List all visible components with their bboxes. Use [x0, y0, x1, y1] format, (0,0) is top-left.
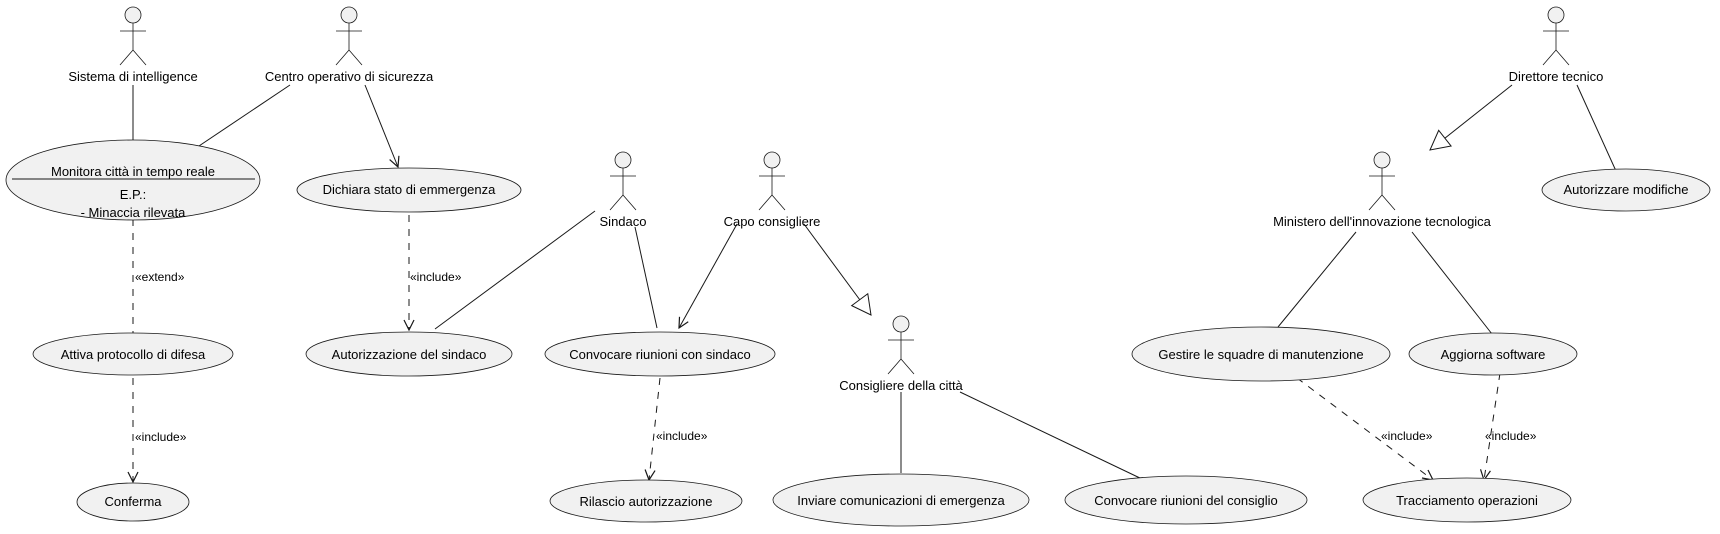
- actor-body-icon: [887, 332, 915, 375]
- relations: [133, 84, 1617, 482]
- usecase-shape: [1541, 168, 1711, 212]
- usecase-shape: [76, 482, 190, 522]
- actor-head-icon: [1547, 6, 1565, 24]
- actor-body-icon: [1368, 168, 1396, 211]
- actor-direttore-tecnico: Direttore tecnico: [1509, 6, 1604, 84]
- actor-label: Direttore tecnico: [1509, 69, 1604, 84]
- usecase-label: Dichiara stato di emmergenza: [323, 182, 496, 197]
- extension-points-title: E.P.:: [120, 187, 147, 202]
- usecase-shape: [549, 479, 743, 523]
- usecase-inviare-comunicazioni: Inviare comunicazioni di emergenza: [772, 473, 1030, 527]
- association-line: [634, 226, 658, 329]
- usecase-aggiorna-software: Aggiorna software: [1408, 332, 1578, 376]
- usecase-shape: [32, 332, 234, 376]
- actor-capo-consigliere: Capo consigliere: [724, 151, 821, 229]
- actor-head-icon: [1373, 151, 1391, 169]
- actor-body-icon: [609, 168, 637, 211]
- relation-label: «extend»: [135, 270, 185, 284]
- include-line: [1484, 372, 1501, 480]
- actor-head-icon: [763, 151, 781, 169]
- actor-ministero: Ministero dell'innovazione tecnologica: [1273, 151, 1492, 229]
- usecase-autorizzazione-sindaco: Autorizzazione del sindaco: [305, 331, 513, 377]
- actor-label: Centro operativo di sicurezza: [265, 69, 434, 84]
- actor-label: Sistema di intelligence: [68, 69, 197, 84]
- usecase-label: Autorizzare modifiche: [1564, 182, 1689, 197]
- actor-body-icon: [758, 168, 786, 211]
- association-line: [1576, 84, 1617, 172]
- relation-labels: «extend» «include» «include» «include» «…: [135, 270, 1537, 444]
- usecase-shape: [1064, 475, 1308, 525]
- association-line: [189, 84, 291, 153]
- usecase-dichiara-stato: Dichiara stato di emmergenza: [296, 167, 522, 213]
- actor-body-icon: [335, 23, 363, 66]
- association-line: [1277, 231, 1357, 328]
- usecase-attiva-protocollo: Attiva protocollo di difesa: [32, 332, 234, 376]
- usecase-tracciamento-operazioni: Tracciamento operazioni: [1362, 477, 1572, 523]
- actor-head-icon: [340, 6, 358, 24]
- usecase-conferma: Conferma: [76, 482, 190, 522]
- usecase-shape: [305, 331, 513, 377]
- actor-sistema-di-intelligence: Sistema di intelligence: [68, 6, 198, 84]
- actor-label: Sindaco: [600, 214, 647, 229]
- usecase-shape: [1408, 332, 1578, 376]
- association-line: [1411, 231, 1493, 335]
- usecase-shape: [1131, 326, 1391, 382]
- relation-label: «include»: [1381, 429, 1433, 443]
- usecase-shape: [772, 473, 1030, 527]
- relation-label: «include»: [656, 429, 708, 443]
- extension-point: - Minaccia rilevata: [81, 205, 187, 220]
- usecase-label: Tracciamento operazioni: [1396, 493, 1538, 508]
- actor-head-icon: [614, 151, 632, 169]
- relation-label: «include»: [135, 430, 187, 444]
- association-line: [959, 391, 1143, 480]
- usecase-label: Monitora città in tempo reale: [51, 164, 215, 179]
- generalization-line: [1429, 84, 1513, 151]
- usecase-shape: [1362, 477, 1572, 523]
- usecase-label: Convocare riunioni del consiglio: [1094, 493, 1278, 508]
- usecase-label: Autorizzazione del sindaco: [332, 347, 487, 362]
- usecase-shape: [544, 331, 776, 377]
- actor-label: Consigliere della città: [839, 378, 963, 393]
- association-arrow-line: [364, 84, 398, 167]
- association-line: [434, 210, 596, 330]
- usecase-convocare-consiglio: Convocare riunioni del consiglio: [1064, 475, 1308, 525]
- include-line: [649, 377, 661, 480]
- usecase-convocare-sindaco: Convocare riunioni con sindaco: [544, 331, 776, 377]
- actor-body-icon: [119, 23, 147, 66]
- usecase-label: Attiva protocollo di difesa: [61, 347, 206, 362]
- usecase-label: Convocare riunioni con sindaco: [569, 347, 750, 362]
- usecase-monitora-citta: Monitora città in tempo reale E.P.: - Mi…: [5, 139, 261, 221]
- usecase-label: Gestire le squadre di manutenzione: [1158, 347, 1363, 362]
- usecase-shape: [5, 139, 261, 221]
- usecase-gestire-squadre: Gestire le squadre di manutenzione: [1131, 326, 1391, 382]
- actor-consigliere-della-citta: Consigliere della città: [839, 315, 964, 393]
- relation-label: «include»: [410, 270, 462, 284]
- association-arrow-line: [679, 223, 738, 328]
- actor-centro-operativo: Centro operativo di sicurezza: [265, 6, 434, 84]
- usecase-label: Rilascio autorizzazione: [580, 494, 713, 509]
- actor-sindaco: Sindaco: [600, 151, 647, 229]
- actor-head-icon: [124, 6, 142, 24]
- usecase-label: Conferma: [104, 494, 162, 509]
- actor-label: Capo consigliere: [724, 214, 821, 229]
- generalization-line: [803, 223, 872, 316]
- actor-body-icon: [1542, 23, 1570, 66]
- usecase-autorizzare-modifiche: Autorizzare modifiche: [1541, 168, 1711, 212]
- usecase-label: Inviare comunicazioni di emergenza: [797, 493, 1005, 508]
- usecase-label: Aggiorna software: [1441, 347, 1546, 362]
- include-line: [1296, 377, 1433, 480]
- relation-label: «include»: [1485, 429, 1537, 443]
- usecase-rilascio-autorizzazione: Rilascio autorizzazione: [549, 479, 743, 523]
- actor-label: Ministero dell'innovazione tecnologica: [1273, 214, 1492, 229]
- actor-head-icon: [892, 315, 910, 333]
- usecase-shape: [296, 167, 522, 213]
